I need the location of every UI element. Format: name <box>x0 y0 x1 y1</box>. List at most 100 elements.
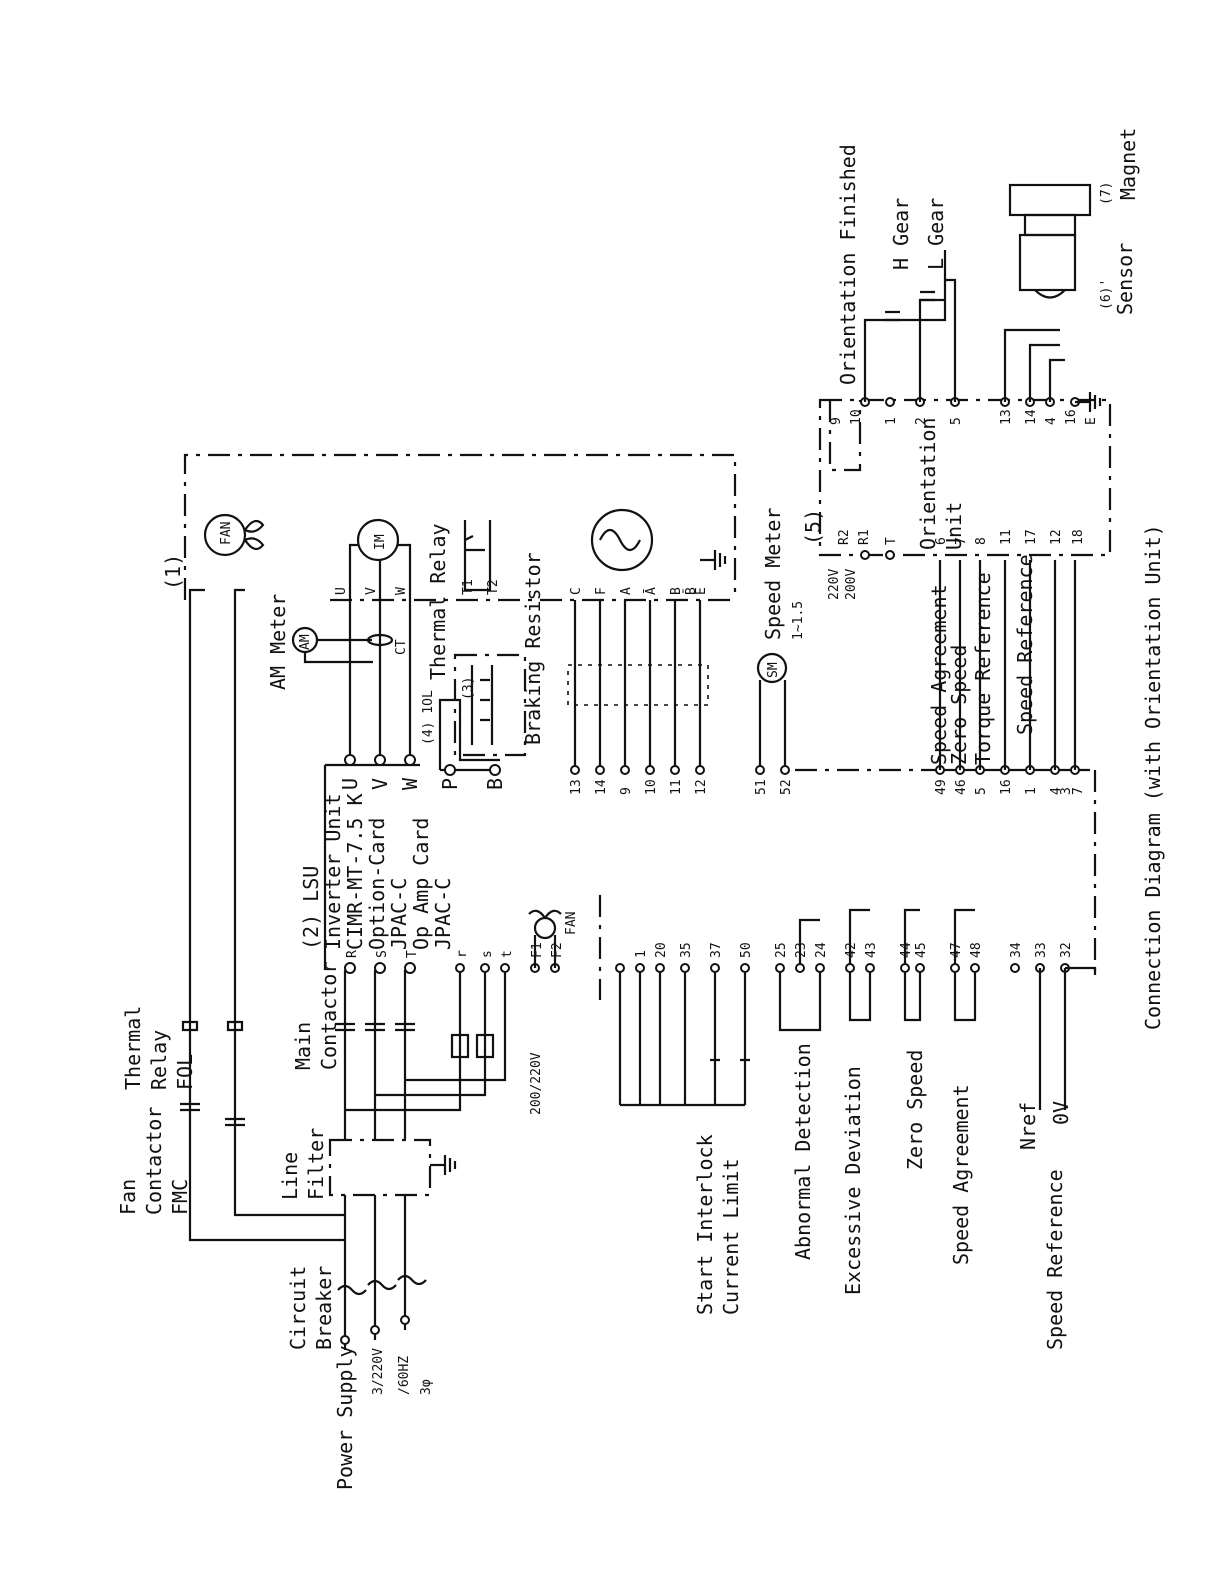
h-gear-label: H Gear <box>889 198 913 270</box>
term-F1: F1 <box>530 942 545 958</box>
term-S: S <box>375 950 390 958</box>
right-signal-speed-reference: Speed Reference <box>1013 554 1037 735</box>
right-signal-speed-agreement: Speed Agreement <box>927 584 951 765</box>
term-13: 13 <box>569 779 584 795</box>
sensor-label: Sensor <box>1113 243 1137 315</box>
thermal-relay-label: Thermal Relay <box>426 523 450 680</box>
ou-term-8: 8 <box>974 537 989 545</box>
term-9: 9 <box>619 787 634 795</box>
term-s: s <box>480 950 495 958</box>
motor-dashed-box <box>183 453 737 602</box>
ou-term-4: 4 <box>1044 417 1059 425</box>
term-14: 14 <box>594 779 609 795</box>
encoder-wires <box>567 508 727 775</box>
io-term-20: 20 <box>654 942 669 958</box>
motor-term-W: W <box>394 587 409 595</box>
power-freq-label: /60HZ <box>397 1356 412 1395</box>
ou-term-16: 16 <box>1064 409 1079 425</box>
ou-term-9: 9 <box>829 417 844 425</box>
motor-mark-label: (1) <box>161 554 185 590</box>
ou-term-12: 12 <box>1049 529 1064 545</box>
orientation-unit-box <box>818 250 1112 560</box>
io-term-16: 16 <box>999 779 1014 795</box>
motor-term-U: U <box>334 587 349 595</box>
io-term-44: 44 <box>899 942 914 958</box>
term-51: 51 <box>754 779 769 795</box>
am-symbol-label: AM <box>298 634 313 650</box>
line-filter-box <box>328 1095 457 1197</box>
braking-resistor-label: Braking Resistor <box>521 552 545 745</box>
motor-term-V: V <box>364 587 379 595</box>
ou-term-R2: R2 <box>837 529 852 545</box>
orientation-mark: (5) <box>801 509 825 545</box>
sensor-magnet-symbol <box>1003 183 1102 412</box>
motor-fan-label: FAN <box>219 522 234 545</box>
io-term-7: 7 <box>1071 787 1086 795</box>
ou-term-R1: R1 <box>857 529 872 545</box>
ct-label: CT <box>394 639 409 655</box>
io-term-23: 23 <box>794 942 809 958</box>
motor-term-Bbar: B̄ <box>684 587 699 595</box>
io-term-45: 45 <box>914 942 929 958</box>
brake-section <box>438 520 527 776</box>
term-T: T <box>405 950 420 958</box>
speed-reference-label: Speed Reference <box>1043 1169 1067 1350</box>
ou-term-17: 17 <box>1024 529 1039 545</box>
io-term-34: 34 <box>1009 942 1024 958</box>
inverter-unit-label: (2) LSU Inverter Unit CIMR-MT-7.5 K Opti… <box>299 781 455 950</box>
term-U: U <box>338 778 362 790</box>
excessive-deviation-label: Excessive Deviation <box>841 1066 865 1295</box>
power-voltage-label: 3/220V <box>371 1348 386 1395</box>
io-term-43: 43 <box>864 942 879 958</box>
interface-lines <box>795 560 1097 975</box>
am-meter-label: AM Meter <box>266 594 290 690</box>
term-R: R <box>345 950 360 958</box>
io-term-47: 47 <box>949 942 964 958</box>
l-gear-label: L Gear <box>924 198 948 270</box>
io-term-48: 48 <box>969 942 984 958</box>
orientation-finished-label: Orientation Finished <box>836 144 860 385</box>
motor-term-A: A <box>619 587 634 595</box>
io-term-33: 33 <box>1034 942 1049 958</box>
ou-term-2: 2 <box>914 417 929 425</box>
speed-meter-wires <box>755 652 790 775</box>
zero-volt-label: 0V <box>1049 1101 1073 1125</box>
motor-im-label: IM <box>373 534 388 550</box>
speed-agreement-label: Speed Agreement <box>949 1084 973 1265</box>
diagram-title: Connection Diagram (with Orientation Uni… <box>1141 524 1165 1030</box>
ou-term-10: 10 <box>849 409 864 425</box>
right-signal-torque-reference: Torque Reference <box>971 572 995 765</box>
ou-term-14: 14 <box>1024 409 1039 425</box>
io-term-46: 46 <box>954 779 969 795</box>
io-term-49: 49 <box>934 779 949 795</box>
speed-meter-symbol: SM <box>766 662 781 678</box>
motor-term-T1: T1 <box>461 579 476 595</box>
motor-term-C: C <box>569 587 584 595</box>
orientation-220v: 220V <box>827 569 842 600</box>
motor-term-F: F <box>594 587 609 595</box>
abnormal-detection-label: Abnormal Detection <box>791 1043 815 1260</box>
left-io-wires <box>598 895 1097 1110</box>
io-term-1: 1 <box>634 950 649 958</box>
ou-term-13: 13 <box>999 409 1014 425</box>
io-term-37: 37 <box>709 942 724 958</box>
zero-speed-label: Zero Speed <box>903 1050 927 1170</box>
ou-term-11: 11 <box>999 529 1014 545</box>
term-11: 11 <box>669 779 684 795</box>
fan-supply-wires <box>180 588 345 1242</box>
speed-meter-range: 1~1.5 <box>791 601 806 640</box>
io-term-42: 42 <box>844 942 859 958</box>
ou-term-E: E <box>1084 417 1099 425</box>
nref-label: Nref <box>1016 1102 1040 1150</box>
io-term-25: 25 <box>774 942 789 958</box>
io-term-3: 3 <box>1059 787 1074 795</box>
braking-mark: (3) <box>461 677 476 700</box>
thermal-relay-mark: (4) 1OL <box>421 690 436 745</box>
